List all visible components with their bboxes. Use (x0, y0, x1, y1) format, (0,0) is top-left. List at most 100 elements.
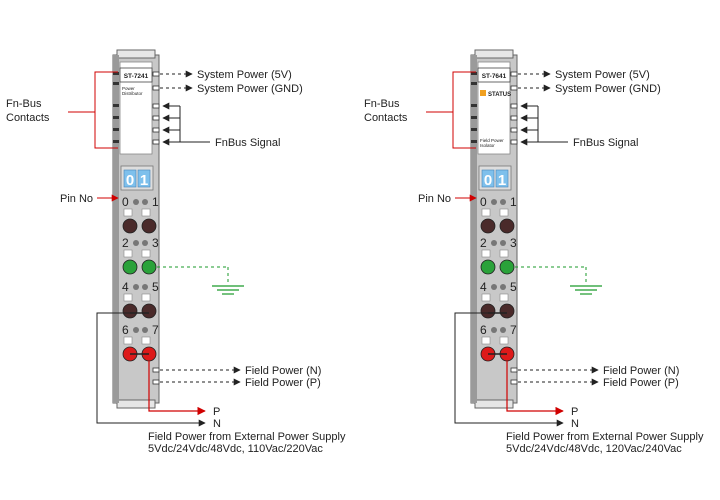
status-label: STATUS (488, 92, 511, 98)
fnbus-contact-right (152, 85, 160, 91)
p-label: P (213, 406, 220, 418)
led-digit: 1 (140, 172, 148, 189)
fnbus-contact-left (471, 72, 477, 75)
terminal-black (480, 218, 496, 234)
fnbus-contact-left (113, 116, 119, 119)
fnbus-contacts-label: Contacts (364, 112, 408, 124)
led-indicator (495, 169, 509, 188)
fnbus-signal-callout: FnBus Signal (520, 102, 638, 149)
release-button (133, 240, 139, 246)
supply-caption-line2: 5Vdc/24Vdc/48Vdc, 120Vac/240Vac (506, 443, 682, 455)
terminal-green (480, 259, 496, 275)
system-power-gnd-label: System Power (GND) (197, 83, 303, 95)
terminal-black (480, 303, 496, 319)
pin-number: 3 (510, 236, 517, 250)
wire-p (148, 361, 206, 416)
fnbus-contact-right (152, 115, 160, 121)
system-power-5v-label: System Power (5V) (555, 69, 650, 81)
release-button (500, 240, 506, 246)
fnbus-contact-left (113, 72, 119, 75)
field-power-n-label: Field Power (N) (245, 365, 321, 377)
wire-p (506, 361, 564, 416)
terminal-green (141, 259, 157, 275)
led-digit: 1 (498, 172, 506, 189)
pin-no-callout: Pin No (60, 193, 119, 205)
module-description-line1: Field Power (480, 138, 504, 143)
field-power-contact (152, 367, 160, 373)
pin-number: 1 (510, 195, 517, 209)
supply-caption-line2: 5Vdc/24Vdc/48Vdc, 110Vac/220Vac (148, 443, 323, 455)
field-power-n-label: Field Power (N) (603, 365, 679, 377)
led-indicator (123, 169, 137, 188)
fnbus-contact-right (510, 115, 518, 121)
ground-connection (515, 266, 602, 295)
wire-n (96, 312, 206, 427)
field-power-p-label: Field Power (P) (603, 377, 679, 389)
pin-number: 0 (480, 195, 487, 209)
fnbus-contact-right (510, 85, 518, 91)
field-power-callout: Field Power (N)Field Power (P) (518, 365, 679, 389)
release-button (142, 284, 148, 290)
fnbus-contact-right (510, 139, 518, 145)
module-bottom-latch (474, 399, 514, 409)
terminal-black (499, 218, 515, 234)
release-button (500, 284, 506, 290)
fnbus-contact-right (510, 71, 518, 77)
terminal-black (499, 303, 515, 319)
fnbus-contact-left (113, 140, 119, 143)
ground-connection (157, 266, 244, 295)
fnbus-contact-right (152, 71, 160, 77)
field-power-contact (510, 367, 518, 373)
pin-number: 1 (152, 195, 159, 209)
terminal-green (499, 259, 515, 275)
fnbus-contact-left (471, 128, 477, 131)
module-description-line2: Distributor (122, 91, 143, 96)
supply-caption-line1: Field Power from External Power Supply (506, 431, 704, 443)
release-button (500, 327, 506, 333)
led-indicator (137, 169, 151, 188)
led-digit: 0 (126, 172, 134, 189)
model-number: ST-7641 (482, 73, 507, 80)
n-label: N (213, 418, 221, 430)
fnbus-contacts-label: Fn-Bus (364, 98, 400, 110)
fnbus-contacts-label: Fn-Bus (6, 98, 42, 110)
release-button (491, 240, 497, 246)
fnbus-contact-right (152, 127, 160, 133)
fnbus-contact-left (471, 116, 477, 119)
fnbus-signal-callout: FnBus Signal (162, 102, 280, 149)
led-indicator (481, 169, 495, 188)
fnbus-contact-left (113, 128, 119, 131)
fnbus-contact-left (471, 82, 477, 85)
pin-number: 5 (152, 280, 159, 294)
field-power-contact (152, 379, 160, 385)
terminal-green (122, 259, 138, 275)
module-top-latch (116, 49, 156, 59)
fnbus-contact-left (471, 104, 477, 107)
p-label: P (571, 406, 578, 418)
release-button (142, 240, 148, 246)
supply-caption-line1: Field Power from External Power Supply (148, 431, 346, 443)
pin-no-callout: Pin No (418, 193, 477, 205)
terminal-black (122, 303, 138, 319)
pin-number: 6 (480, 323, 487, 337)
release-button (133, 327, 139, 333)
pin-no-label: Pin No (418, 193, 451, 205)
fnbus-contact-left (113, 104, 119, 107)
fnbus-contact-left (113, 82, 119, 85)
release-button (142, 199, 148, 205)
module-bottom-latch (116, 399, 156, 409)
terminal-black (141, 218, 157, 234)
release-button (491, 199, 497, 205)
fnbus-contact-right (510, 127, 518, 133)
release-button (133, 199, 139, 205)
